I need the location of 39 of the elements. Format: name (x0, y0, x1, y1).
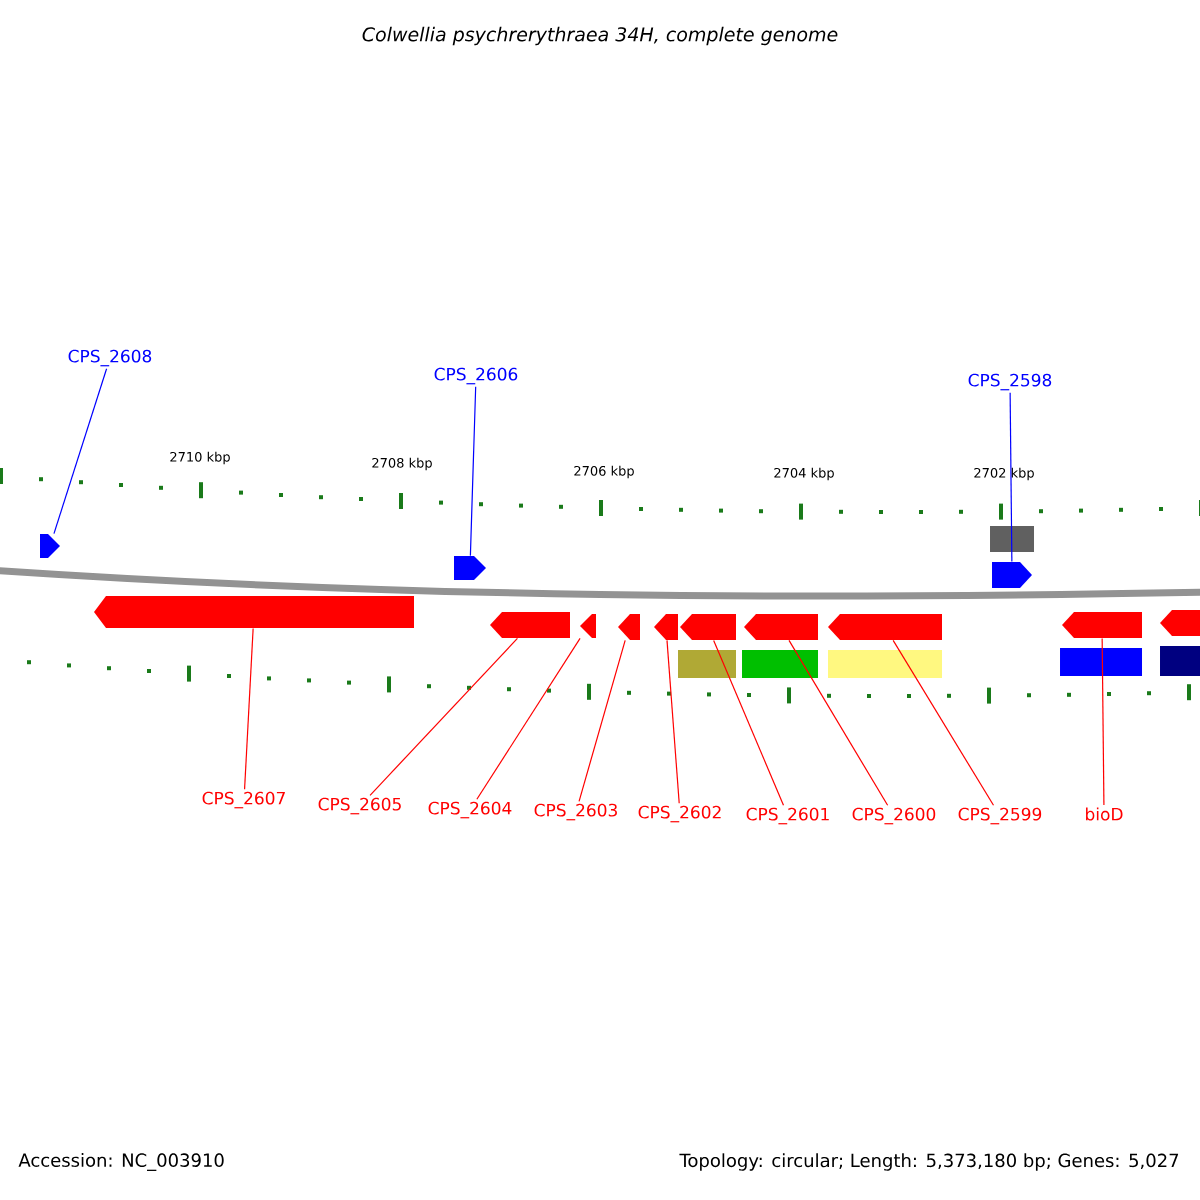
gene-feature (580, 614, 596, 638)
leader-line (892, 639, 995, 806)
gene-feature (654, 614, 678, 640)
gene-label: CPS_2603 (534, 803, 617, 821)
gene-label: CPS_2601 (746, 807, 829, 825)
gene-feature (1160, 610, 1200, 636)
gene-label: CPS_2605 (318, 797, 401, 815)
gene-label: CPS_2598 (968, 373, 1052, 391)
gene-feature (40, 534, 60, 558)
gene-label: CPS_2602 (638, 805, 721, 823)
gene-label: CPS_2608 (68, 349, 152, 367)
leader-line (469, 386, 477, 557)
genome-info-text: Topology: circular; Length: 5,373,180 bp; Genes: 5,027 (679, 1153, 1179, 1171)
gene-label: CPS_2607 (202, 791, 285, 809)
leader-line (53, 368, 108, 535)
gene-feature (618, 614, 640, 640)
gene-feature (94, 596, 414, 628)
gene-feature (828, 614, 942, 640)
gene-feature (1062, 612, 1142, 638)
gene-label: CPS_2606 (434, 367, 518, 385)
leader-line (243, 627, 254, 790)
gene-feature (490, 612, 570, 638)
leader-line (369, 637, 518, 796)
leader-line (788, 639, 889, 806)
accession-text: Accession: NC_003910 (18, 1153, 224, 1171)
gene-label: CPS_2599 (958, 807, 1042, 825)
leader-line (713, 639, 785, 806)
leader-line (666, 639, 680, 804)
leader-line (578, 639, 626, 802)
gene-feature (992, 562, 1032, 588)
title: Colwellia psychrerythraea 34H, complete genome (362, 26, 838, 46)
gene-label: bioD (1086, 807, 1123, 821)
leader-line (476, 637, 581, 800)
gene-label: CPS_2600 (852, 807, 936, 825)
leader-line (1009, 392, 1013, 563)
gene-feature (744, 614, 818, 640)
gene-label: CPS_2604 (428, 801, 512, 819)
leader-line (1101, 637, 1105, 806)
gene-feature (454, 556, 486, 580)
